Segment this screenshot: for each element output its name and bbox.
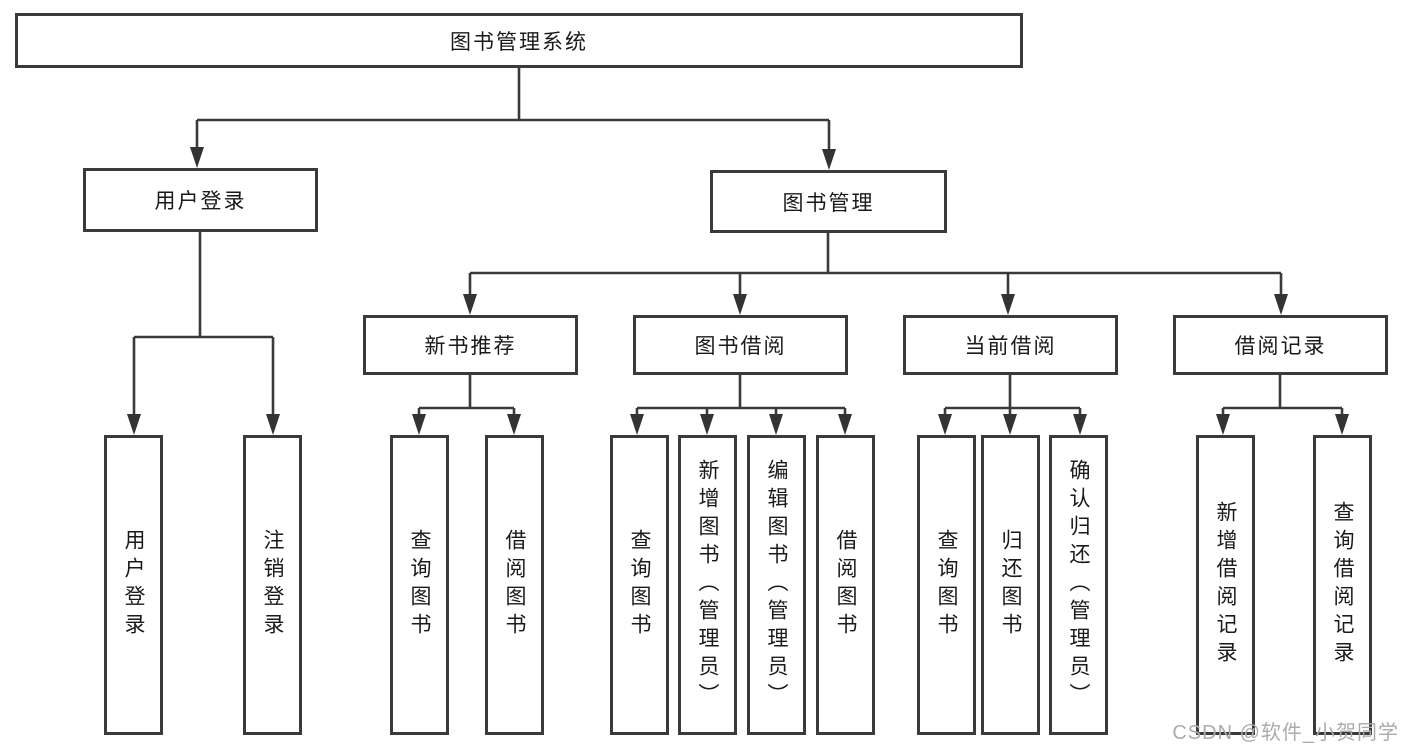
leaf-query-borrow-record-label: 查询借阅记录 xyxy=(1331,501,1354,669)
leaf-logout-label: 注销登录 xyxy=(261,529,284,641)
leaf-borrow-book-1-label: 借阅图书 xyxy=(503,529,526,641)
connector-book-borrow-split xyxy=(635,375,847,420)
node-current-borrow-label: 当前借阅 xyxy=(964,335,1057,358)
node-new-book-recommend-label: 新书推荐 xyxy=(424,335,517,358)
leaf-add-book-admin-label: 新增图书（管理员） xyxy=(696,459,719,711)
leaf-logout: 注销登录 xyxy=(243,435,302,735)
connector-user-login-split xyxy=(132,232,275,420)
leaf-return-book-label: 归还图书 xyxy=(999,529,1022,641)
leaf-user-login-label: 用户登录 xyxy=(122,529,145,641)
leaf-query-borrow-record: 查询借阅记录 xyxy=(1313,435,1372,735)
node-book-borrow-label: 图书借阅 xyxy=(694,335,787,358)
leaf-edit-book-admin-label: 编辑图书（管理员） xyxy=(765,459,788,711)
leaf-query-book-1: 查询图书 xyxy=(390,435,449,735)
node-user-login-label: 用户登录 xyxy=(154,190,247,213)
node-root-label: 图书管理系统 xyxy=(450,30,588,54)
node-current-borrow: 当前借阅 xyxy=(903,315,1118,375)
node-book-management-label: 图书管理 xyxy=(782,191,875,215)
node-borrow-records-label: 借阅记录 xyxy=(1234,335,1327,358)
leaf-return-book: 归还图书 xyxy=(981,435,1040,735)
leaf-query-book-2-label: 查询图书 xyxy=(628,529,651,641)
leaf-query-book-2: 查询图书 xyxy=(610,435,669,735)
leaf-borrow-book-1: 借阅图书 xyxy=(485,435,544,735)
leaf-user-login: 用户登录 xyxy=(104,435,163,735)
csdn-watermark: CSDN @软件_小贺同学 xyxy=(1172,722,1399,744)
arrowheads xyxy=(127,147,1349,435)
node-book-management: 图书管理 xyxy=(710,170,947,233)
leaf-borrow-book-2: 借阅图书 xyxy=(816,435,875,735)
leaf-borrow-book-2-label: 借阅图书 xyxy=(834,529,857,641)
leaf-add-book-admin: 新增图书（管理员） xyxy=(678,435,737,735)
leaf-query-book-1-label: 查询图书 xyxy=(408,529,431,641)
connector-current-borrow-split xyxy=(943,375,1082,420)
leaf-add-borrow-record: 新增借阅记录 xyxy=(1196,435,1255,735)
leaf-edit-book-admin: 编辑图书（管理员） xyxy=(747,435,806,735)
node-new-book-recommend: 新书推荐 xyxy=(363,315,578,375)
leaf-add-borrow-record-label: 新增借阅记录 xyxy=(1214,501,1237,669)
node-root: 图书管理系统 xyxy=(15,13,1023,68)
node-borrow-records: 借阅记录 xyxy=(1173,315,1388,375)
leaf-query-book-3: 查询图书 xyxy=(917,435,976,735)
connector-root-to-level2 xyxy=(195,68,831,152)
connector-new-book-split xyxy=(417,375,516,420)
connector-book-mgmt-to-level3 xyxy=(468,233,1283,297)
node-user-login: 用户登录 xyxy=(83,168,318,232)
leaf-query-book-3-label: 查询图书 xyxy=(935,529,958,641)
node-book-borrow: 图书借阅 xyxy=(633,315,848,375)
leaf-confirm-return-admin-label: 确认归还（管理员） xyxy=(1067,459,1090,711)
leaf-confirm-return-admin: 确认归还（管理员） xyxy=(1049,435,1108,735)
connector-borrow-records-split xyxy=(1221,375,1344,420)
